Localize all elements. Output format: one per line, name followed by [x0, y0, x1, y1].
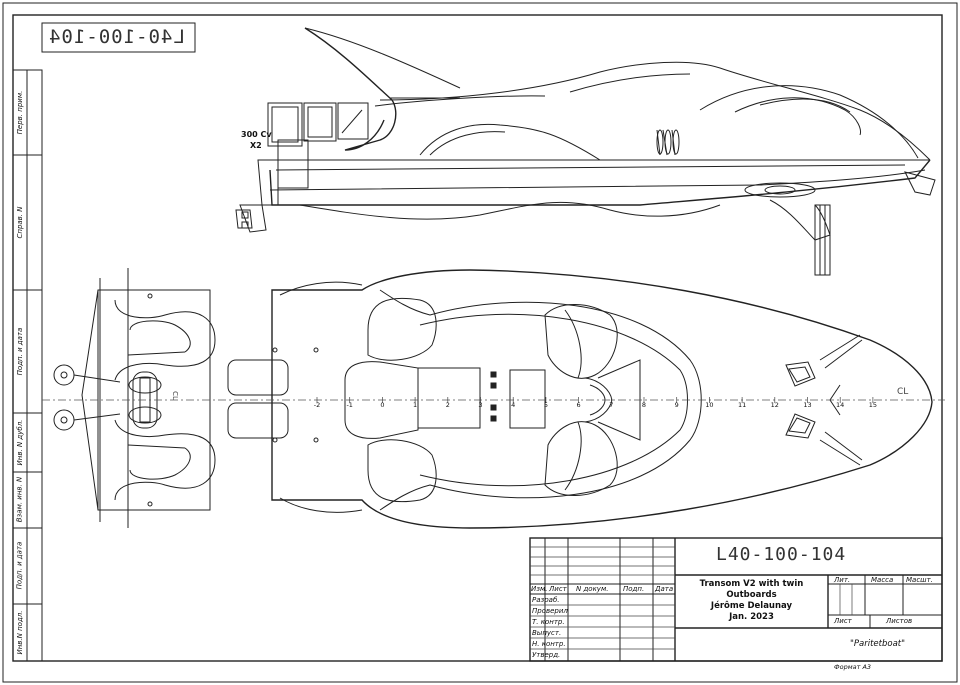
engine-label-power: 300 Cv [241, 130, 272, 139]
format-label: Формат А3 [834, 663, 872, 671]
station-tick-label: 12 [770, 401, 779, 409]
row-t-kontr: Т. контр. [532, 618, 565, 626]
station-tick-label: 1 [413, 401, 418, 409]
row-utverd: Утверд. [532, 651, 561, 659]
station-tick-marks [316, 397, 874, 403]
header-list: Лист [549, 585, 567, 593]
station-tick-label: 3 [478, 401, 483, 409]
station-tick-label: 10 [705, 401, 714, 409]
station-tick-label: -1 [346, 401, 353, 409]
station-tick-label: 7 [609, 401, 614, 409]
side-profile-view [235, 27, 936, 276]
header-scale: Масшт. [906, 576, 933, 584]
plan-view [42, 268, 945, 529]
side-strip-label: Инв. N дубл. [15, 419, 24, 465]
sheets-label: Листов [886, 617, 913, 625]
centerline-label: CL [897, 387, 909, 397]
centerline-label-small: CL [170, 391, 179, 400]
mirrored-number-box [41, 22, 196, 53]
side-strip-label: Подп. и дата [15, 327, 24, 375]
station-tick-label: 13 [803, 401, 812, 409]
header-izm: Изм. [531, 585, 548, 593]
station-tick-label: 0 [380, 401, 385, 409]
drawing-title: Transom V2 with twin Outboards Jérôme De… [675, 579, 828, 623]
title-block-lines [529, 537, 943, 662]
station-tick-label: 5 [543, 401, 548, 409]
title-line-2: Jérôme Delaunay [710, 601, 793, 611]
header-signature: Подп. [623, 585, 645, 593]
row-proveril: Проверил [532, 607, 568, 615]
station-tick-label: 15 [868, 401, 878, 409]
side-strip-label: Инв.N подл. [15, 609, 24, 655]
company-name: "Paritetboat" [850, 639, 906, 649]
station-tick-label: 4 [511, 401, 516, 409]
station-tick-label: 9 [674, 401, 679, 409]
title-line-3: Jan. 2023 [729, 612, 774, 622]
row-vypust: Выпуст. [532, 629, 562, 637]
row-n-kontr: Н. контр. [532, 640, 566, 648]
title-line-1: Transom V2 with twin Outboards [699, 579, 804, 600]
station-tick-label: -2 [313, 401, 321, 409]
station-tick-label: 14 [836, 401, 845, 409]
sheet-label: Лист [834, 617, 852, 625]
header-doc-number: N докум. [576, 585, 609, 593]
header-lit: Лит. [834, 576, 851, 584]
side-strip-label: Справ. N [15, 206, 24, 239]
row-razrab: Разраб. [532, 596, 560, 604]
title-drawing-number: L40-100-104 [716, 544, 847, 565]
side-strip-label: Перв. прим. [15, 90, 24, 134]
station-tick-label: 6 [576, 401, 581, 409]
station-tick-label: 8 [641, 401, 647, 409]
header-date: Дата [655, 585, 674, 593]
side-strip-label: Подп. и дата [15, 541, 24, 590]
station-tick-label: 2 [445, 401, 450, 409]
side-strip-label: Взам. инв. N [15, 476, 24, 523]
header-mass: Масса [871, 576, 894, 584]
station-tick-label: 11 [737, 401, 747, 409]
engine-label-count: X2 [250, 141, 262, 150]
mirrored-drawing-number: L40-100-104 [48, 26, 185, 48]
